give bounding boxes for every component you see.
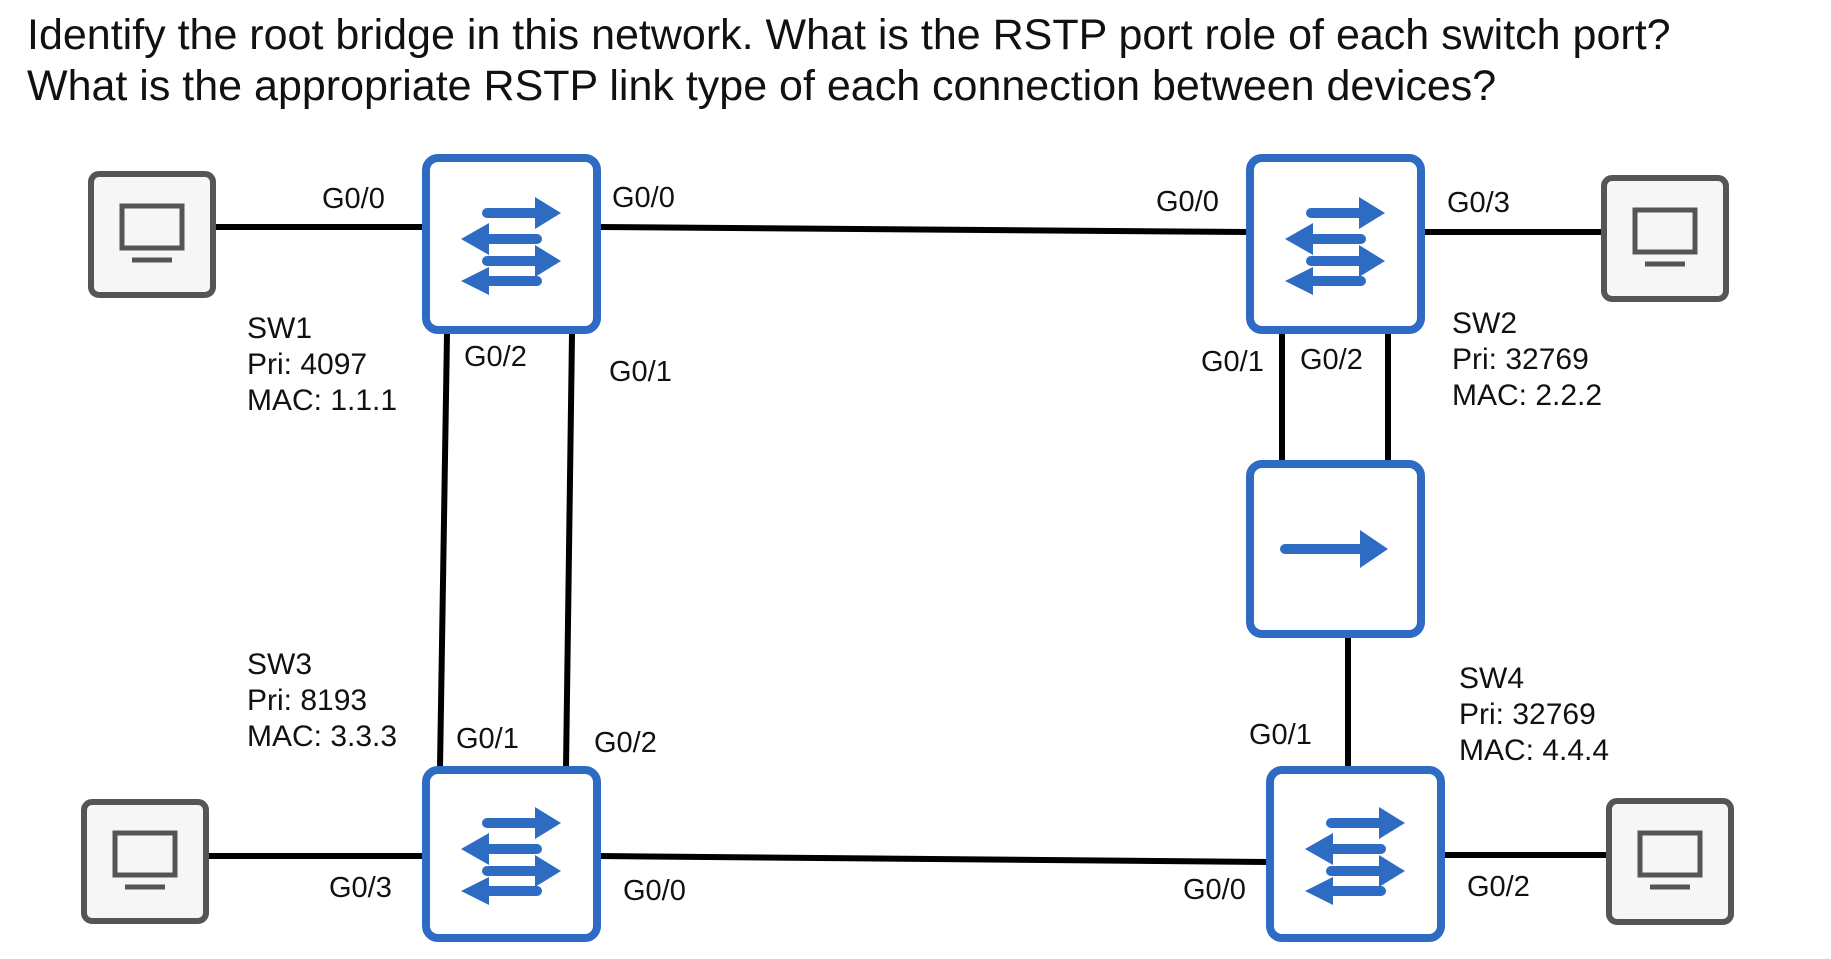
port-label-sw1-g02: G0/2 [464, 341, 527, 373]
port-label-sw2-g01: G0/1 [1201, 346, 1264, 378]
sw3-info: SW3 Pri: 8193 MAC: 3.3.3 [247, 648, 397, 753]
switch-name: SW3 [247, 648, 312, 681]
hub-icon [1280, 530, 1388, 568]
switch-mac: MAC: 1.1.1 [247, 384, 397, 417]
switch-mac: MAC: 3.3.3 [247, 720, 397, 753]
port-label-sw3-g00: G0/0 [623, 875, 686, 907]
link-sw1-sw3-g02 [437, 333, 450, 769]
port-label-sw4-g01: G0/1 [1249, 719, 1312, 751]
port-labels: G0/0 G0/0 G0/2 G0/1 G0/0 G0/3 G0/1 G0/2 … [322, 182, 1530, 907]
port-label-sw4-g02: G0/2 [1467, 871, 1530, 903]
port-label-sw3-g03: G0/3 [329, 872, 392, 904]
port-label-sw1-g00-pc: G0/0 [322, 183, 385, 215]
switch-sw3[interactable] [422, 766, 601, 942]
link-sw3-sw4 [598, 853, 1269, 865]
link-sw1-sw3-g01 [563, 333, 575, 769]
question-text: Identify the root bridge in this network… [27, 10, 1671, 112]
switch-sw4[interactable] [1266, 766, 1445, 942]
port-label-sw2-g03: G0/3 [1447, 187, 1510, 219]
switch-mac: MAC: 4.4.4 [1459, 734, 1609, 767]
sw2-info: SW2 Pri: 32769 MAC: 2.2.2 [1452, 307, 1602, 412]
port-label-sw3-g02: G0/2 [594, 727, 657, 759]
switch-sw2[interactable] [1246, 154, 1425, 334]
switch-priority: Pri: 32769 [1452, 343, 1589, 376]
switch-priority: Pri: 4097 [247, 348, 367, 381]
pc-4[interactable] [1606, 798, 1734, 925]
links [208, 224, 1608, 865]
port-label-sw2-g02: G0/2 [1300, 344, 1363, 376]
sw4-info: SW4 Pri: 32769 MAC: 4.4.4 [1459, 662, 1609, 767]
hub-device[interactable] [1246, 460, 1425, 638]
switch-sw1[interactable] [422, 154, 601, 334]
pc-1[interactable] [88, 171, 216, 298]
question-line-1: Identify the root bridge in this network… [27, 11, 1671, 59]
port-label-sw4-g00: G0/0 [1183, 874, 1246, 906]
switch-name: SW2 [1452, 307, 1517, 340]
question-line-2: What is the appropriate RSTP link type o… [27, 62, 1497, 110]
switch-mac: MAC: 2.2.2 [1452, 379, 1602, 412]
switch-priority: Pri: 32769 [1459, 698, 1596, 731]
port-label-sw2-g00: G0/0 [1156, 186, 1219, 218]
switch-name: SW4 [1459, 662, 1524, 695]
port-label-sw3-g01: G0/1 [456, 723, 519, 755]
sw1-info: SW1 Pri: 4097 MAC: 1.1.1 [247, 312, 397, 417]
switch-name: SW1 [247, 312, 312, 345]
pc-3[interactable] [81, 799, 209, 924]
switch-priority: Pri: 8193 [247, 684, 367, 717]
link-sw1-sw2 [598, 224, 1249, 235]
pc-2[interactable] [1601, 175, 1729, 302]
port-label-sw1-g01: G0/1 [609, 356, 672, 388]
port-label-sw1-g00-sw2: G0/0 [612, 182, 675, 214]
